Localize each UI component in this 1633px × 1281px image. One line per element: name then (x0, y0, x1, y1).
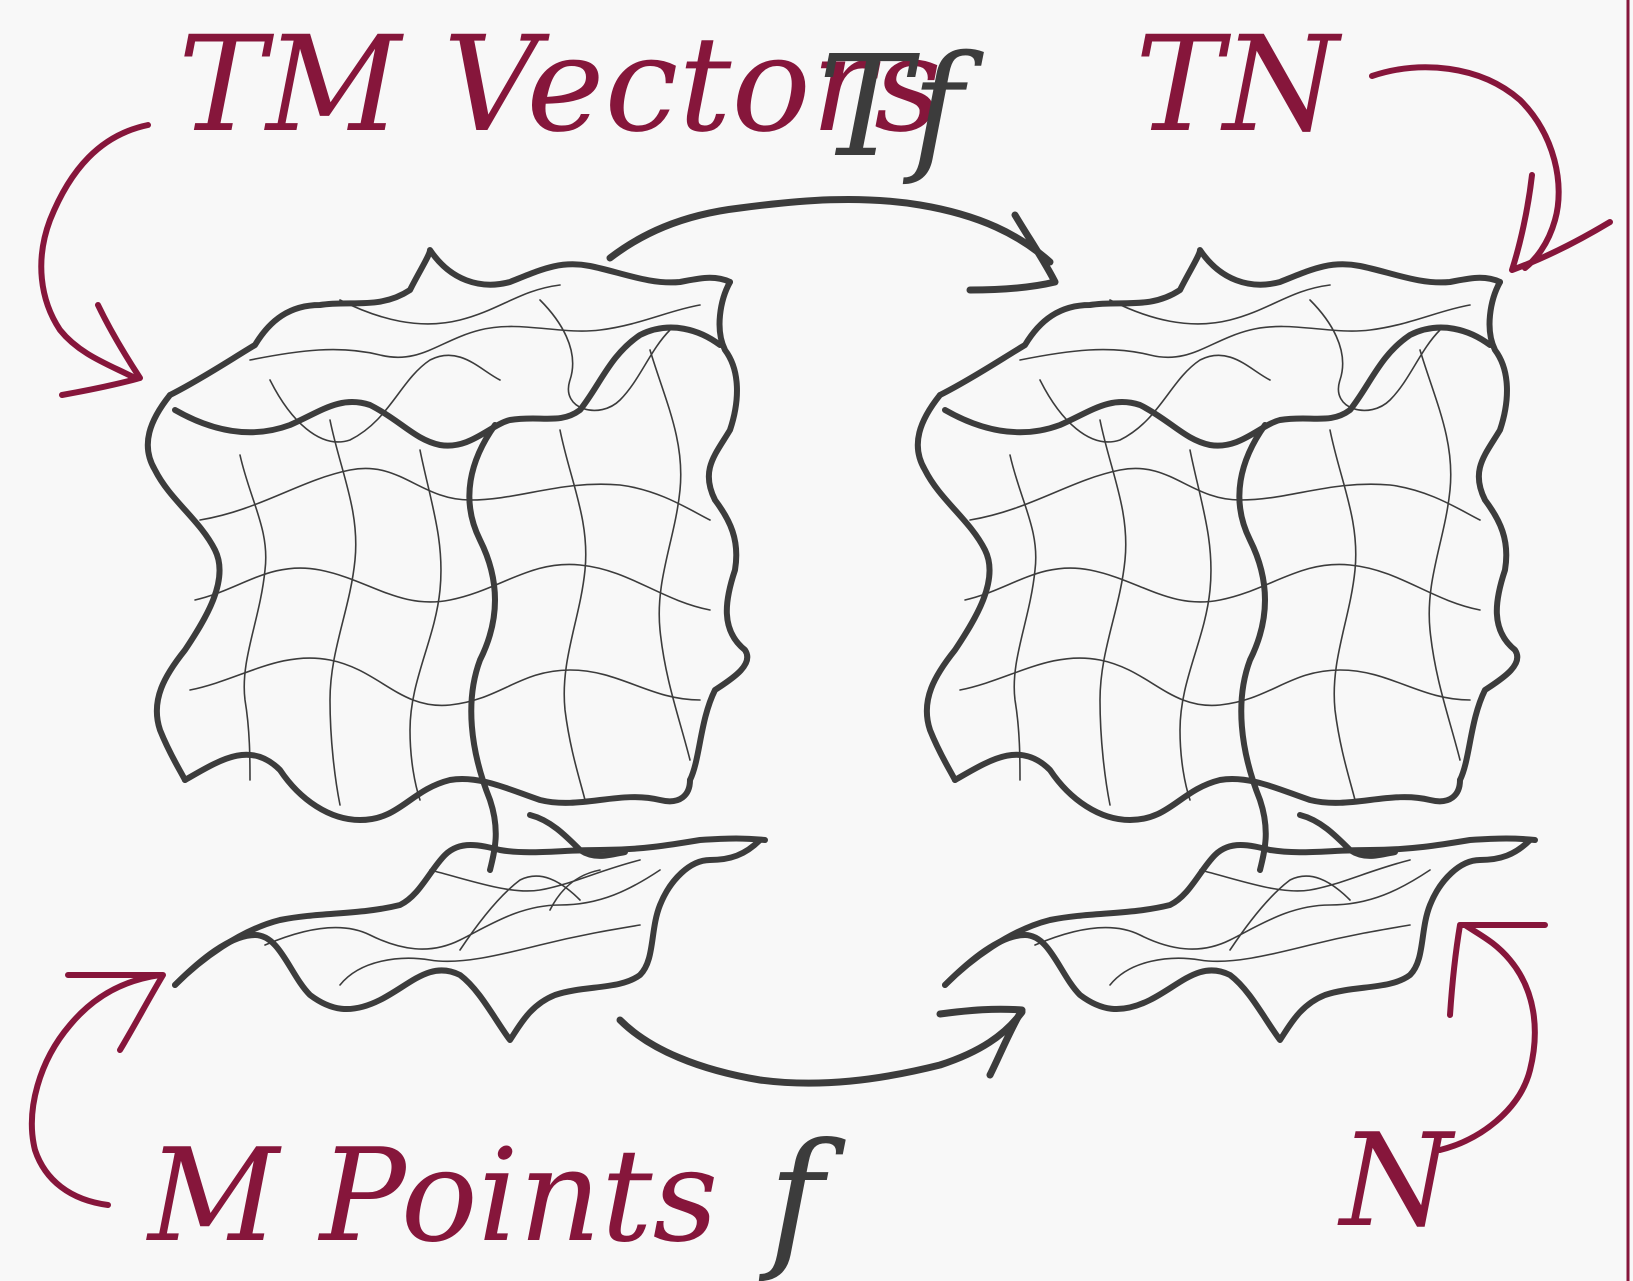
tf-label: Tf (818, 26, 984, 189)
tm-bundle-surface (148, 250, 748, 870)
tm-bundle-mesh (190, 285, 710, 805)
tf-map-arrow (610, 199, 1055, 290)
m-manifold-surface (175, 815, 765, 1040)
n-manifold-mesh (1035, 860, 1430, 985)
tn-label: TN (1135, 8, 1343, 162)
m-manifold-mesh (265, 860, 660, 985)
f-map-arrow (620, 1009, 1022, 1083)
tn-pointer-arrow (1372, 67, 1610, 270)
n-pointer-arrow (1440, 925, 1545, 1150)
f-label: f (758, 1112, 846, 1281)
tm-pointer-arrow (41, 125, 148, 395)
m-points-label: M Points (146, 1122, 718, 1271)
n-manifold-surface (945, 815, 1535, 1040)
n-label: N (1337, 1107, 1456, 1256)
tn-bundle-surface (918, 250, 1518, 870)
m-pointer-arrow (32, 975, 163, 1205)
tn-bundle-mesh (960, 285, 1480, 805)
